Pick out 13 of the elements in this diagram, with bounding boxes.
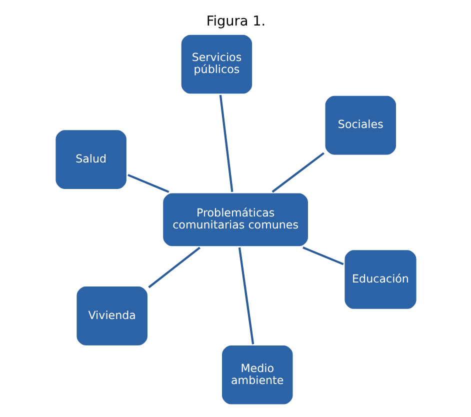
connector [238, 247, 254, 344]
node-box: Vivienda [74, 284, 150, 348]
node-box: Sociales [322, 93, 398, 158]
connector [148, 246, 200, 288]
connector [302, 246, 344, 266]
diagram-title: Figura 1. [206, 14, 266, 30]
node-box: Salud [52, 128, 128, 192]
node-box: Problemáticas comunitarias comunes [160, 190, 310, 249]
node-box: Servicios públicos [178, 32, 254, 96]
connector [127, 174, 169, 193]
connector [218, 94, 233, 192]
connector [271, 152, 324, 193]
node-box: Educación [342, 248, 418, 312]
